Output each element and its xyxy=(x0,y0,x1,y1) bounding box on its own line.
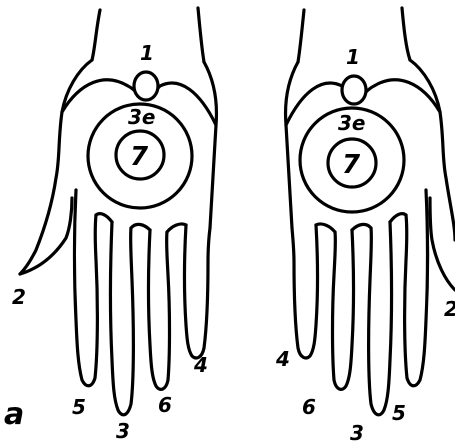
left-label-2: 2 xyxy=(12,285,26,309)
left-finger-gap-1 xyxy=(96,214,112,222)
left-label-4: 4 xyxy=(193,353,208,377)
right-hand: 1 3e 7 4 6 3 5 2 xyxy=(275,8,455,444)
left-wrist-line-left xyxy=(92,10,100,60)
left-palm-edge-pinky-side xyxy=(204,62,217,228)
left-label-3: 3 xyxy=(116,419,130,443)
left-label-7: 7 xyxy=(130,142,149,172)
right-label-1: 1 xyxy=(346,45,360,69)
right-wrist-line-right xyxy=(402,8,410,60)
right-finger-gap-1 xyxy=(316,224,335,232)
left-label-5: 5 xyxy=(72,395,86,419)
left-point-1-node xyxy=(134,72,158,100)
right-finger-4 xyxy=(292,225,318,358)
left-palm-edge-thumb-side xyxy=(20,60,92,274)
left-hand: 1 3e 7 2 5 3 6 4 xyxy=(12,8,217,443)
left-finger-6 xyxy=(149,230,170,389)
right-finger-5 xyxy=(405,190,428,386)
right-wrist-line-left xyxy=(298,10,304,62)
right-label-7: 7 xyxy=(342,150,361,180)
left-label-1: 1 xyxy=(140,41,154,65)
right-label-6: 6 xyxy=(302,395,316,419)
right-palm-edge-pinky-side xyxy=(286,62,299,228)
figure-caption: а xyxy=(4,397,24,432)
right-finger-3 xyxy=(369,222,392,415)
right-label-3e: 3e xyxy=(338,111,365,135)
left-wrist-line-right xyxy=(198,8,204,62)
right-finger-gap-3 xyxy=(390,214,406,222)
left-label-6: 6 xyxy=(158,393,172,417)
right-label-5: 5 xyxy=(392,401,406,425)
right-label-4: 4 xyxy=(275,347,290,371)
right-finger-6 xyxy=(333,230,354,389)
right-label-2: 2 xyxy=(444,297,455,321)
left-finger-3 xyxy=(111,222,134,415)
left-finger-5 xyxy=(75,190,98,386)
left-finger-gap-2 xyxy=(131,224,150,230)
left-label-3e: 3e xyxy=(128,105,155,129)
right-point-1-node xyxy=(342,76,366,104)
left-finger-gap-3 xyxy=(167,224,186,232)
right-label-3: 3 xyxy=(350,421,364,444)
left-finger-4 xyxy=(185,225,211,358)
right-finger-gap-2 xyxy=(352,224,371,230)
